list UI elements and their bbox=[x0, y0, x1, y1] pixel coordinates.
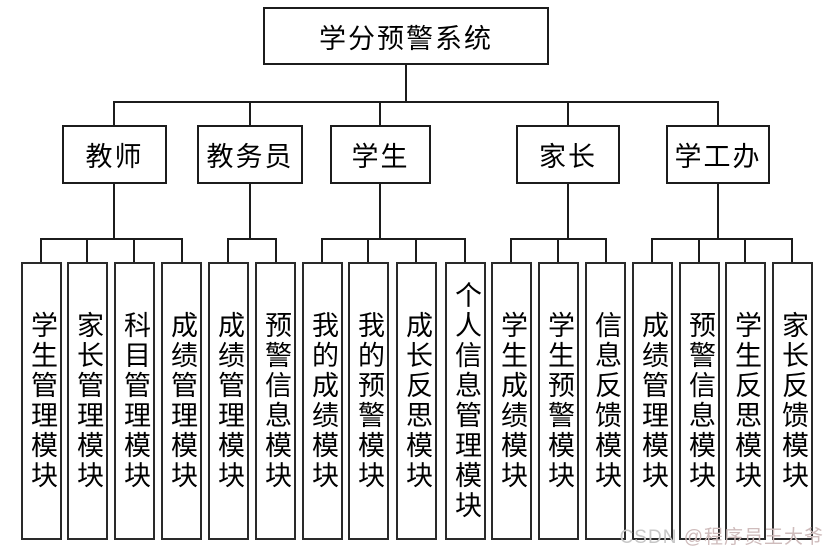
module-node: 成绩管理模块 bbox=[208, 262, 249, 540]
role-node-label: 教务员 bbox=[206, 142, 294, 172]
connector-line bbox=[651, 238, 653, 263]
module-node: 成绩管理模块 bbox=[161, 262, 202, 540]
connector-line bbox=[698, 238, 700, 263]
module-node-label: 家长反馈模块 bbox=[778, 311, 808, 491]
connector-line bbox=[249, 101, 251, 127]
watermark-brand: CSDN bbox=[619, 527, 678, 548]
role-node-teacher: 教师 bbox=[62, 125, 167, 184]
connector-line bbox=[249, 182, 251, 240]
role-node-label: 学生 bbox=[351, 142, 410, 172]
module-node: 预警信息模块 bbox=[679, 262, 720, 540]
watermark: CSDN @程序员王大爷 bbox=[620, 522, 824, 549]
connector-line bbox=[717, 182, 719, 240]
module-node: 我的预警模块 bbox=[348, 262, 389, 540]
connector-line bbox=[133, 238, 135, 263]
connector-line bbox=[464, 238, 466, 263]
module-node-label: 家长管理模块 bbox=[73, 311, 103, 491]
module-node: 成长反思模块 bbox=[396, 262, 437, 540]
module-node-label: 科目管理模块 bbox=[120, 311, 150, 491]
role-node-label: 教师 bbox=[85, 142, 144, 172]
module-node-label: 预警信息模块 bbox=[261, 311, 291, 491]
connector-line bbox=[113, 101, 719, 103]
module-node-label: 学生管理模块 bbox=[27, 311, 57, 491]
module-node-label: 预警信息模块 bbox=[685, 311, 715, 491]
connector-line bbox=[567, 182, 569, 240]
connector-line bbox=[367, 238, 369, 263]
module-node: 家长管理模块 bbox=[67, 262, 108, 540]
connector-line bbox=[275, 238, 277, 263]
connector-line bbox=[651, 238, 793, 240]
connector-line bbox=[717, 101, 719, 127]
module-node: 家长反馈模块 bbox=[772, 262, 813, 540]
module-node: 成绩管理模块 bbox=[632, 262, 673, 540]
connector-line bbox=[415, 238, 417, 263]
module-node: 科目管理模块 bbox=[114, 262, 155, 540]
connector-line bbox=[744, 238, 746, 263]
module-node-label: 我的预警模块 bbox=[354, 311, 384, 491]
connector-line bbox=[227, 238, 277, 240]
module-node-label: 个人信息管理模块 bbox=[451, 281, 481, 521]
connector-line bbox=[379, 182, 381, 240]
watermark-user: @程序员王大爷 bbox=[683, 527, 824, 548]
module-node-label: 学生预警模块 bbox=[544, 311, 574, 491]
role-node-student-affairs: 学工办 bbox=[666, 125, 770, 184]
module-node: 个人信息管理模块 bbox=[445, 262, 486, 540]
connector-line bbox=[113, 182, 115, 240]
connector-line bbox=[113, 101, 115, 127]
module-node: 信息反馈模块 bbox=[585, 262, 626, 540]
module-node-label: 成绩管理模块 bbox=[214, 311, 244, 491]
module-node-label: 成绩管理模块 bbox=[167, 311, 197, 491]
connector-line bbox=[40, 238, 42, 263]
role-node-label: 学工办 bbox=[674, 142, 762, 172]
connector-line bbox=[791, 238, 793, 263]
connector-line bbox=[405, 64, 407, 103]
module-node-label: 信息反馈模块 bbox=[591, 311, 621, 491]
connector-line bbox=[227, 238, 229, 263]
module-node: 学生反思模块 bbox=[725, 262, 766, 540]
connector-line bbox=[557, 238, 559, 263]
connector-line bbox=[567, 101, 569, 127]
module-node-label: 学生成绩模块 bbox=[497, 311, 527, 491]
connector-line bbox=[510, 238, 512, 263]
module-node-label: 我的成绩模块 bbox=[308, 311, 338, 491]
role-node-label: 家长 bbox=[539, 142, 597, 172]
connector-line bbox=[40, 238, 183, 240]
module-node-label: 成长反思模块 bbox=[402, 311, 432, 491]
module-node: 学生成绩模块 bbox=[491, 262, 532, 540]
module-node-label: 成绩管理模块 bbox=[638, 311, 668, 491]
module-node: 学生管理模块 bbox=[21, 262, 62, 540]
role-node-student: 学生 bbox=[330, 125, 431, 184]
root-node-credit-warning-system: 学分预警系统 bbox=[263, 7, 549, 65]
role-node-academic-staff: 教务员 bbox=[197, 125, 303, 184]
connector-line bbox=[86, 238, 88, 263]
module-node: 学生预警模块 bbox=[538, 262, 579, 540]
role-node-parent: 家长 bbox=[516, 125, 620, 184]
root-node-label: 学分预警系统 bbox=[319, 23, 493, 54]
connector-line bbox=[605, 238, 607, 263]
connector-line bbox=[321, 238, 466, 240]
module-node: 预警信息模块 bbox=[255, 262, 296, 540]
module-node: 我的成绩模块 bbox=[302, 262, 343, 540]
connector-line bbox=[321, 238, 323, 263]
connector-line bbox=[379, 101, 381, 127]
connector-line bbox=[181, 238, 183, 263]
module-node-label: 学生反思模块 bbox=[731, 311, 761, 491]
